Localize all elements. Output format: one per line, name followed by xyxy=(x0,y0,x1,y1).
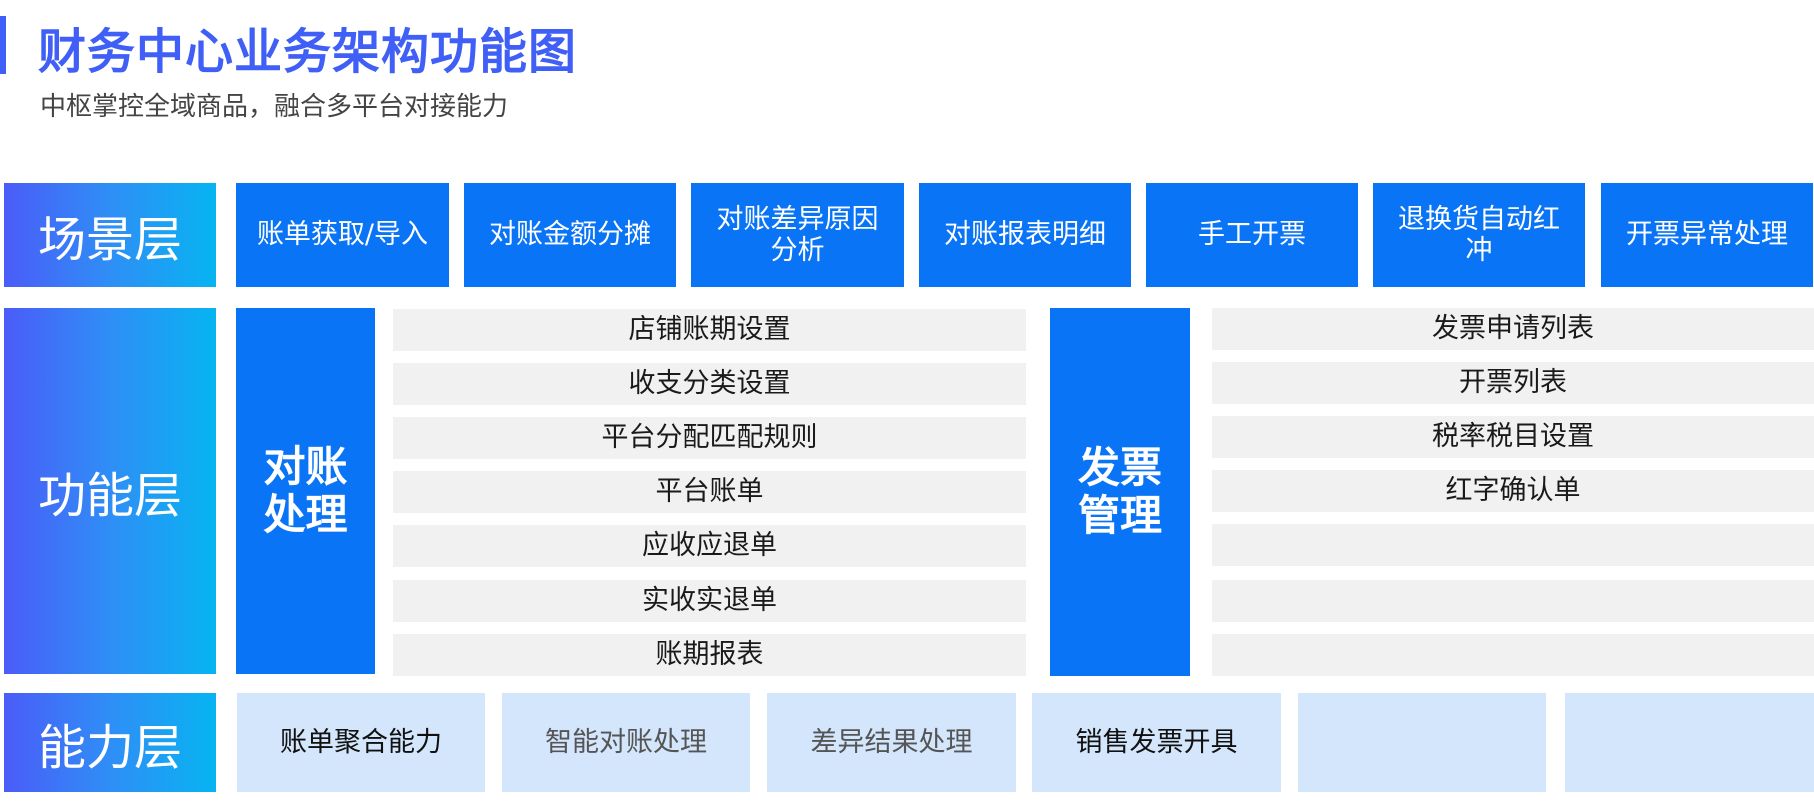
function-item: 店铺账期设置 xyxy=(393,309,1026,351)
function-item: 应收应退单 xyxy=(393,525,1026,567)
capability-item-empty xyxy=(1298,693,1546,792)
scene-item: 对账金额分摊 xyxy=(464,183,676,287)
scene-item: 账单获取/导入 xyxy=(236,183,449,287)
scene-item: 对账报表明细 xyxy=(919,183,1131,287)
layer-label-capability: 能力层 xyxy=(4,693,216,792)
function-item: 发票申请列表 xyxy=(1212,308,1814,350)
function-item: 平台分配匹配规则 xyxy=(393,417,1026,459)
function-item: 实收实退单 xyxy=(393,580,1026,622)
function-group-invoice: 发票管理 xyxy=(1050,308,1190,676)
capability-item: 差异结果处理 xyxy=(767,693,1016,792)
layer-label-scene: 场景层 xyxy=(4,183,216,287)
scene-item: 开票异常处理 xyxy=(1601,183,1813,287)
function-item: 开票列表 xyxy=(1212,362,1814,404)
scene-item: 手工开票 xyxy=(1146,183,1358,287)
function-item: 账期报表 xyxy=(393,634,1026,676)
function-group-reconciliation: 对账处理 xyxy=(236,308,375,674)
layer-label-function: 功能层 xyxy=(4,308,216,674)
page-subtitle: 中枢掌控全域商品，融合多平台对接能力 xyxy=(40,92,509,122)
function-item-empty xyxy=(1212,634,1814,676)
capability-item-empty xyxy=(1565,693,1814,792)
capability-item: 销售发票开具 xyxy=(1032,693,1281,792)
scene-item: 退换货自动红冲 xyxy=(1373,183,1585,287)
scene-item: 对账差异原因分析 xyxy=(691,183,904,287)
title-accent-bar xyxy=(0,16,6,74)
capability-item: 账单聚合能力 xyxy=(237,693,485,792)
function-item-empty xyxy=(1212,580,1814,622)
capability-item: 智能对账处理 xyxy=(502,693,750,792)
function-item: 税率税目设置 xyxy=(1212,416,1814,458)
function-item: 红字确认单 xyxy=(1212,470,1814,512)
function-item-empty xyxy=(1212,524,1814,566)
function-item: 收支分类设置 xyxy=(393,363,1026,405)
page-title: 财务中心业务架构功能图 xyxy=(38,24,578,80)
function-item: 平台账单 xyxy=(393,471,1026,513)
